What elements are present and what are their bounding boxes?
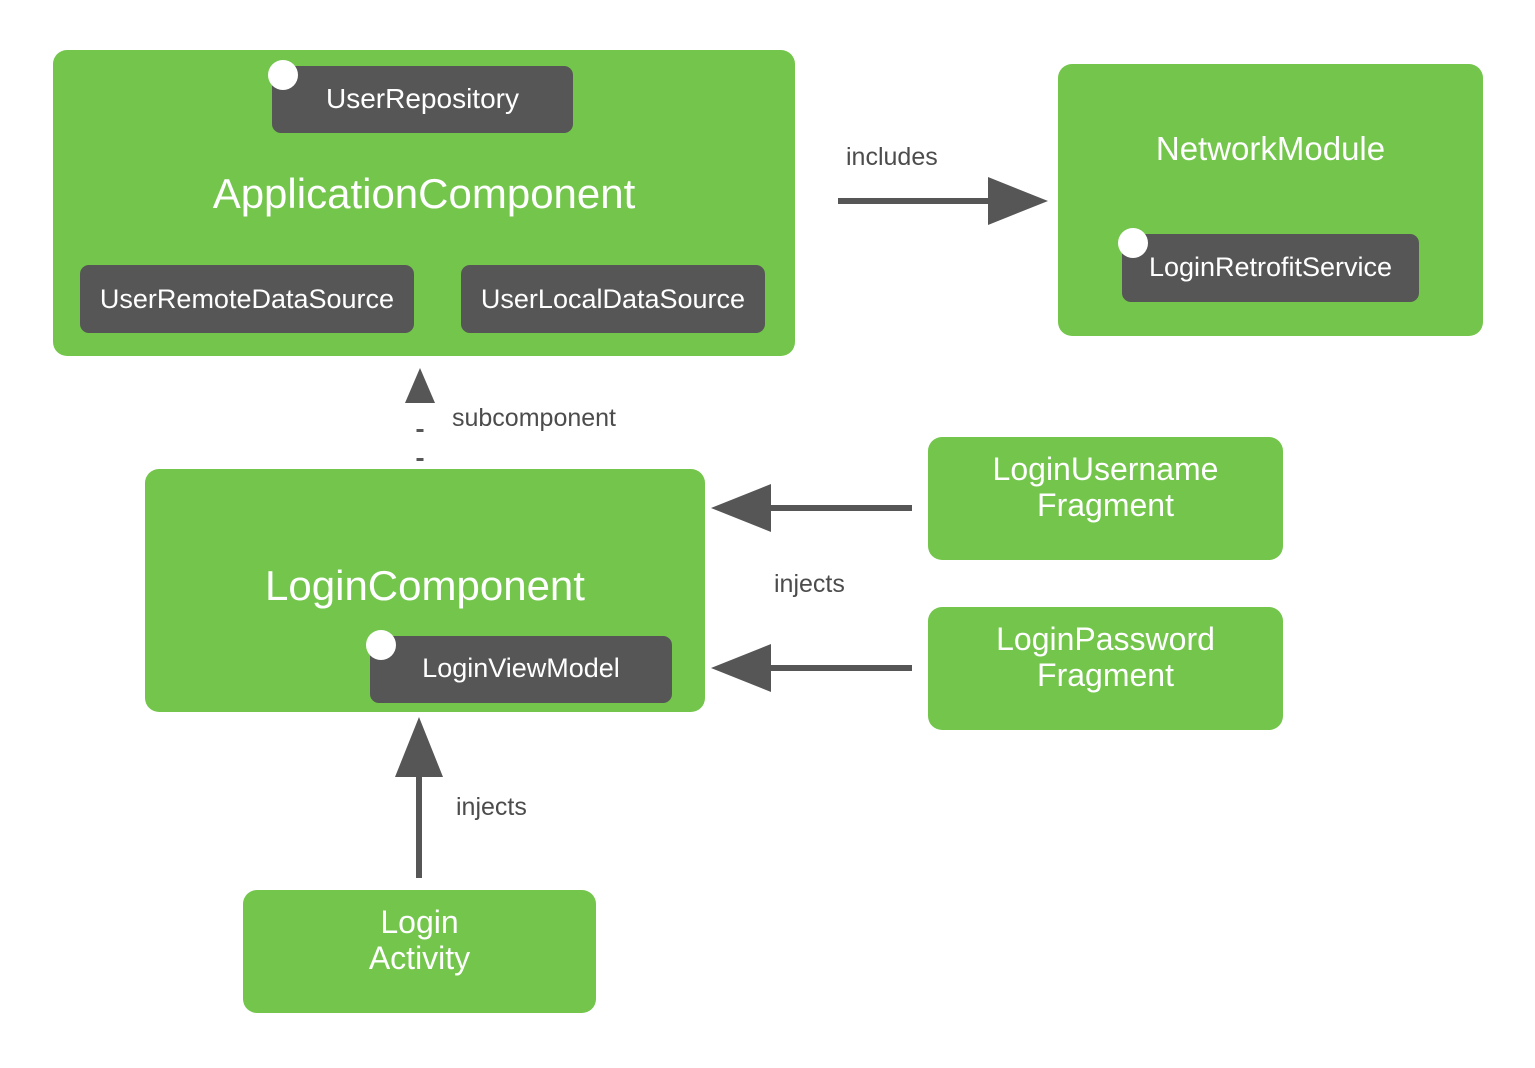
application-component-title: ApplicationComponent [212,170,636,217]
binding-user-local-data-source-label: UserLocalDataSource [480,284,746,314]
node-login-activity[interactable] [243,890,596,1013]
binding-user-local-data-source[interactable] [461,265,765,333]
edge-subcomponent [405,368,435,461]
binding-user-repository-label: UserRepository [326,83,519,114]
edge-label-includes: includes [846,143,938,171]
binding-dot-icon [1118,228,1148,258]
binding-user-repository[interactable] [272,66,573,133]
login-component-title: LoginComponent [265,562,585,609]
login-activity-title: Login Activity [368,904,471,976]
binding-user-remote-data-source-label: UserRemoteDataSource [99,284,395,314]
binding-dot-icon [268,60,298,90]
login-username-fragment-title: LoginUsername Fragment [992,451,1219,523]
network-module-title: NetworkModule [1155,130,1386,167]
node-login-password-fragment[interactable] [928,607,1283,730]
binding-login-view-model-label: LoginViewModel [422,653,620,683]
edge-label-injects-fragments: injects [774,570,845,598]
edge-label-injects-activity: injects [456,793,527,821]
binding-login-view-model[interactable] [370,636,672,703]
login-password-fragment-title: LoginPassword Fragment [996,621,1215,693]
binding-user-remote-data-source[interactable] [80,265,414,333]
binding-login-retrofit-service-label: LoginRetrofitService [1148,252,1393,282]
node-login-username-fragment[interactable] [928,437,1283,560]
edge-label-subcomponent: subcomponent [452,404,617,432]
binding-dot-icon [366,630,396,660]
binding-login-retrofit-service[interactable] [1122,234,1419,302]
